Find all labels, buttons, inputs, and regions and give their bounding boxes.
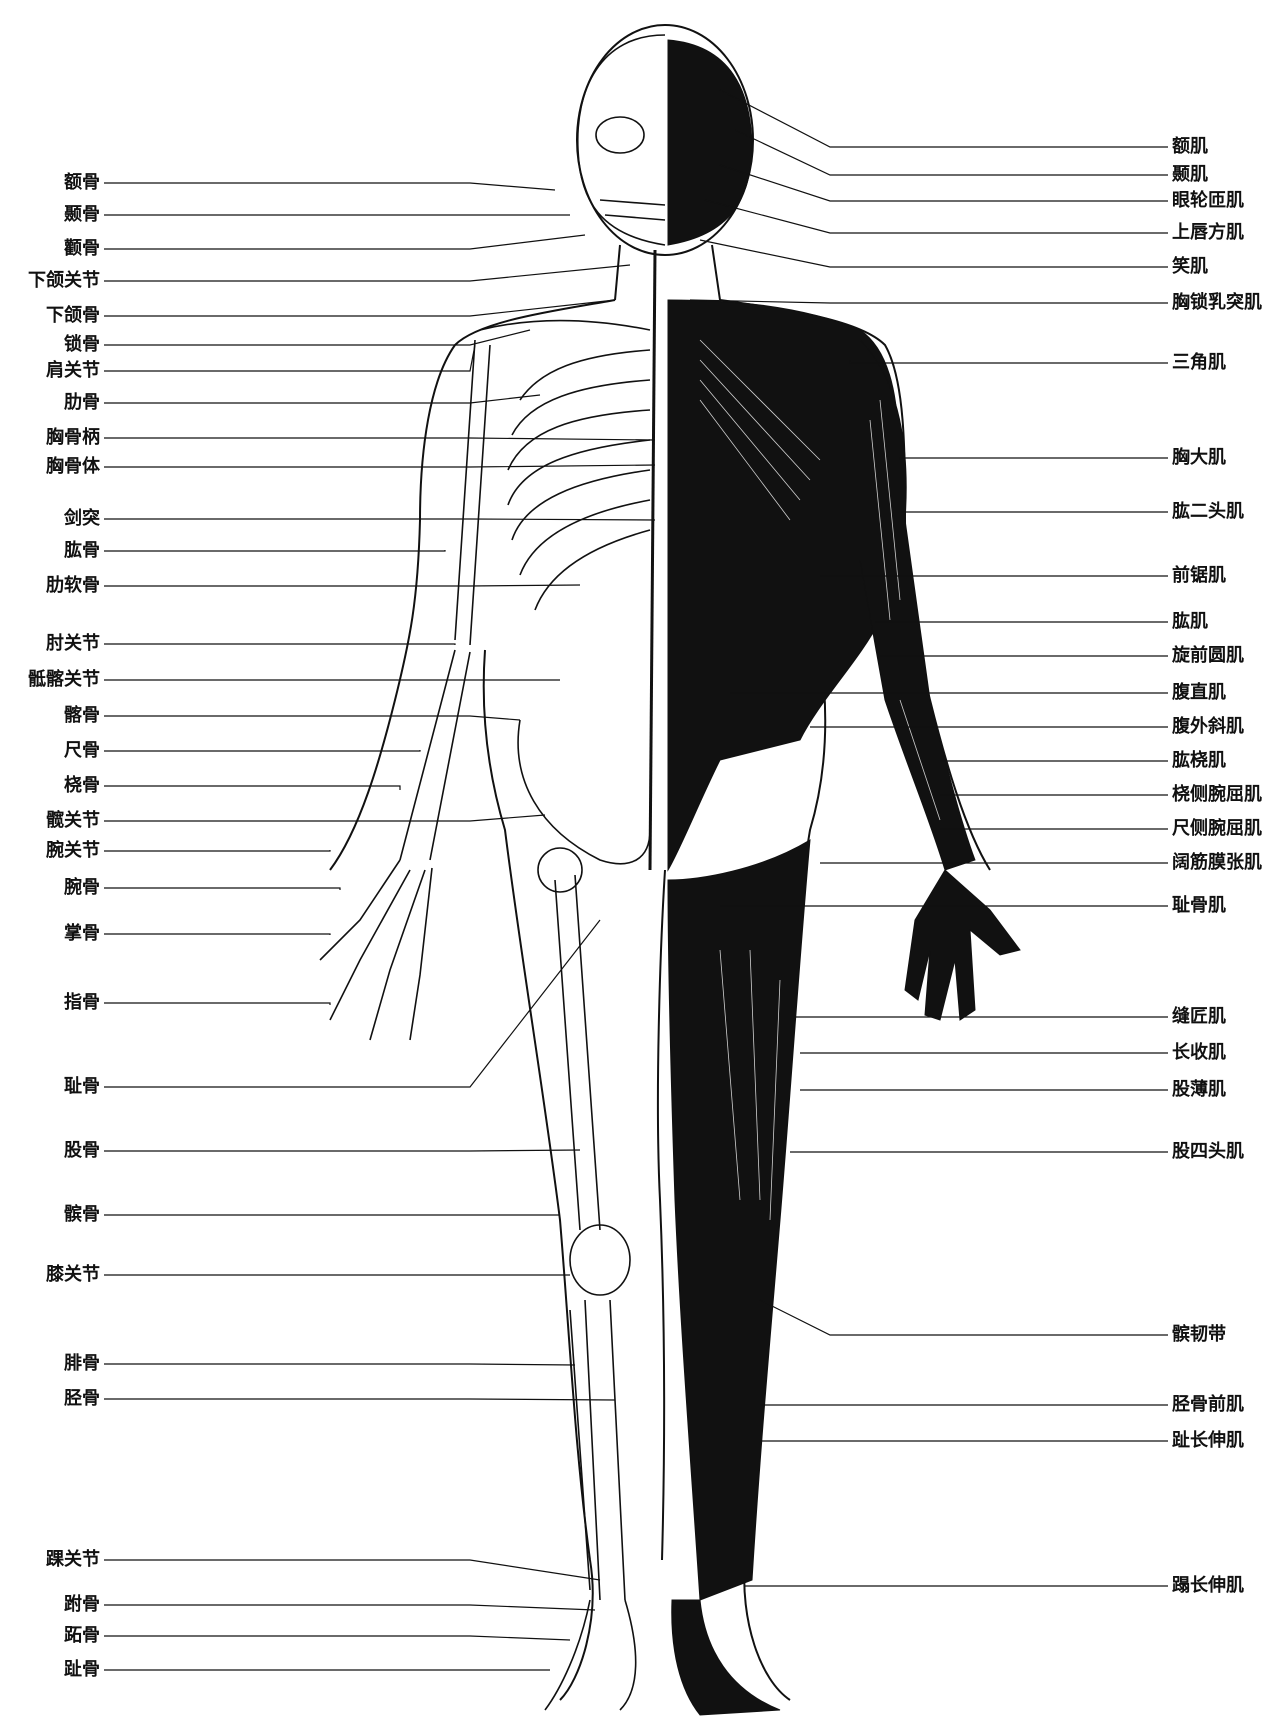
- bone-leader-line: [104, 519, 655, 520]
- bone-label: 踝关节: [46, 1549, 100, 1571]
- muscle-leader-line: [690, 300, 1168, 303]
- bone-label: 指骨: [64, 992, 100, 1014]
- muscle-label: 胸锁乳突肌: [1172, 292, 1262, 314]
- bone-label: 跗骨: [64, 1594, 100, 1616]
- bone-label: 锁骨: [64, 334, 100, 356]
- bone-leader-line: [104, 1150, 580, 1151]
- bone-label: 剑突: [64, 508, 100, 530]
- bone-leader-line: [104, 934, 330, 935]
- bone-leader-line: [104, 1399, 615, 1400]
- bone-label: 跖骨: [64, 1625, 100, 1647]
- muscle-leader-line: [700, 240, 1168, 267]
- bone-label: 肘关节: [46, 633, 100, 655]
- bone-label: 耻骨: [64, 1076, 100, 1098]
- muscle-label: 蹋长伸肌: [1172, 1575, 1244, 1597]
- muscle-label: 腹直肌: [1172, 682, 1226, 704]
- bone-label: 肱骨: [64, 540, 100, 562]
- bone-leader-line: [104, 850, 330, 851]
- bone-leader-line: [104, 1003, 330, 1005]
- bone-label: 腕关节: [46, 840, 100, 862]
- bone-label: 额骨: [64, 172, 100, 194]
- muscle-label: 趾长伸肌: [1172, 1430, 1244, 1452]
- bone-label: 掌骨: [64, 923, 100, 945]
- bone-leader-line: [104, 265, 630, 281]
- bone-label: 腕骨: [64, 877, 100, 899]
- bone-leader-line: [104, 550, 445, 551]
- muscle-label: 长收肌: [1172, 1042, 1226, 1064]
- bone-label: 胸骨体: [46, 456, 100, 478]
- bone-label: 肩关节: [46, 360, 100, 382]
- bone-leader-line: [104, 786, 400, 790]
- bone-label: 颞骨: [64, 204, 100, 226]
- bone-leader-line: [104, 438, 655, 440]
- bone-label: 股骨: [64, 1140, 100, 1162]
- muscle-half: [668, 40, 1020, 1715]
- muscle-leader-line: [900, 458, 1168, 460]
- muscle-leader-line: [720, 90, 1168, 147]
- skeleton-half: [320, 35, 665, 1710]
- muscle-label: 髌韧带: [1172, 1324, 1226, 1346]
- bone-label: 腓骨: [64, 1353, 100, 1375]
- bone-leader-line: [104, 235, 585, 249]
- muscle-leader-line: [760, 1300, 1168, 1335]
- bone-leader-line: [104, 585, 580, 586]
- muscle-label: 耻骨肌: [1172, 895, 1226, 917]
- muscle-label: 肱二头肌: [1172, 501, 1244, 523]
- muscle-label: 胫骨前肌: [1172, 1394, 1244, 1416]
- muscle-label: 三角肌: [1172, 352, 1226, 374]
- bone-leader-line: [104, 345, 475, 371]
- muscle-label: 阔筋膜张肌: [1172, 852, 1262, 874]
- bone-leader-line: [104, 750, 420, 751]
- bone-leader-line: [104, 1605, 595, 1610]
- muscle-label: 前锯肌: [1172, 565, 1226, 587]
- bone-label: 颧骨: [64, 238, 100, 260]
- bone-label: 下颌关节: [28, 270, 100, 292]
- muscle-label: 颞肌: [1172, 164, 1208, 186]
- bone-leader-line: [104, 465, 655, 467]
- bone-label: 尺骨: [64, 740, 100, 762]
- muscle-leader-line: [735, 130, 1168, 175]
- bone-label: 骶髂关节: [28, 669, 100, 691]
- bone-label: 胸骨柄: [46, 427, 100, 449]
- muscle-label: 额肌: [1172, 136, 1208, 158]
- bone-leader-line: [104, 815, 545, 821]
- bone-leader-line: [104, 1636, 570, 1640]
- muscle-label: 股四头肌: [1172, 1141, 1244, 1163]
- bone-label: 膝关节: [46, 1264, 100, 1286]
- bone-label: 桡骨: [64, 775, 100, 797]
- muscle-label: 笑肌: [1172, 256, 1208, 278]
- muscle-leader-line: [705, 200, 1168, 233]
- bone-label: 肋骨: [64, 392, 100, 414]
- muscle-label: 上唇方肌: [1172, 222, 1244, 244]
- muscle-label: 股薄肌: [1172, 1079, 1226, 1101]
- bone-label: 肋软骨: [46, 575, 100, 597]
- muscle-label: 缝匠肌: [1172, 1006, 1226, 1028]
- bone-label: 髂骨: [64, 705, 100, 727]
- bone-label: 髋关节: [46, 810, 100, 832]
- muscle-label: 腹外斜肌: [1172, 716, 1244, 738]
- bone-leader-line: [104, 1364, 575, 1365]
- muscle-leader-line: [720, 165, 1168, 201]
- bone-label: 髌骨: [64, 1204, 100, 1226]
- bone-leader-line: [104, 1560, 600, 1580]
- muscle-label: 肱肌: [1172, 611, 1208, 633]
- muscle-leader-line: [850, 360, 1168, 363]
- bone-label: 趾骨: [64, 1659, 100, 1681]
- muscle-label: 胸大肌: [1172, 447, 1226, 469]
- muscle-label: 眼轮匝肌: [1172, 190, 1244, 212]
- muscle-label: 桡侧腕屈肌: [1172, 784, 1262, 806]
- bone-leader-line: [104, 395, 540, 403]
- bone-label: 胫骨: [64, 1388, 100, 1410]
- bone-leader-line: [104, 888, 340, 890]
- muscle-label: 旋前圆肌: [1172, 645, 1244, 667]
- bone-leader-line: [104, 644, 455, 645]
- bone-leader-line: [104, 183, 555, 190]
- bone-label: 下颌骨: [46, 305, 100, 327]
- muscle-label: 肱桡肌: [1172, 750, 1226, 772]
- muscle-label: 尺侧腕屈肌: [1172, 818, 1262, 840]
